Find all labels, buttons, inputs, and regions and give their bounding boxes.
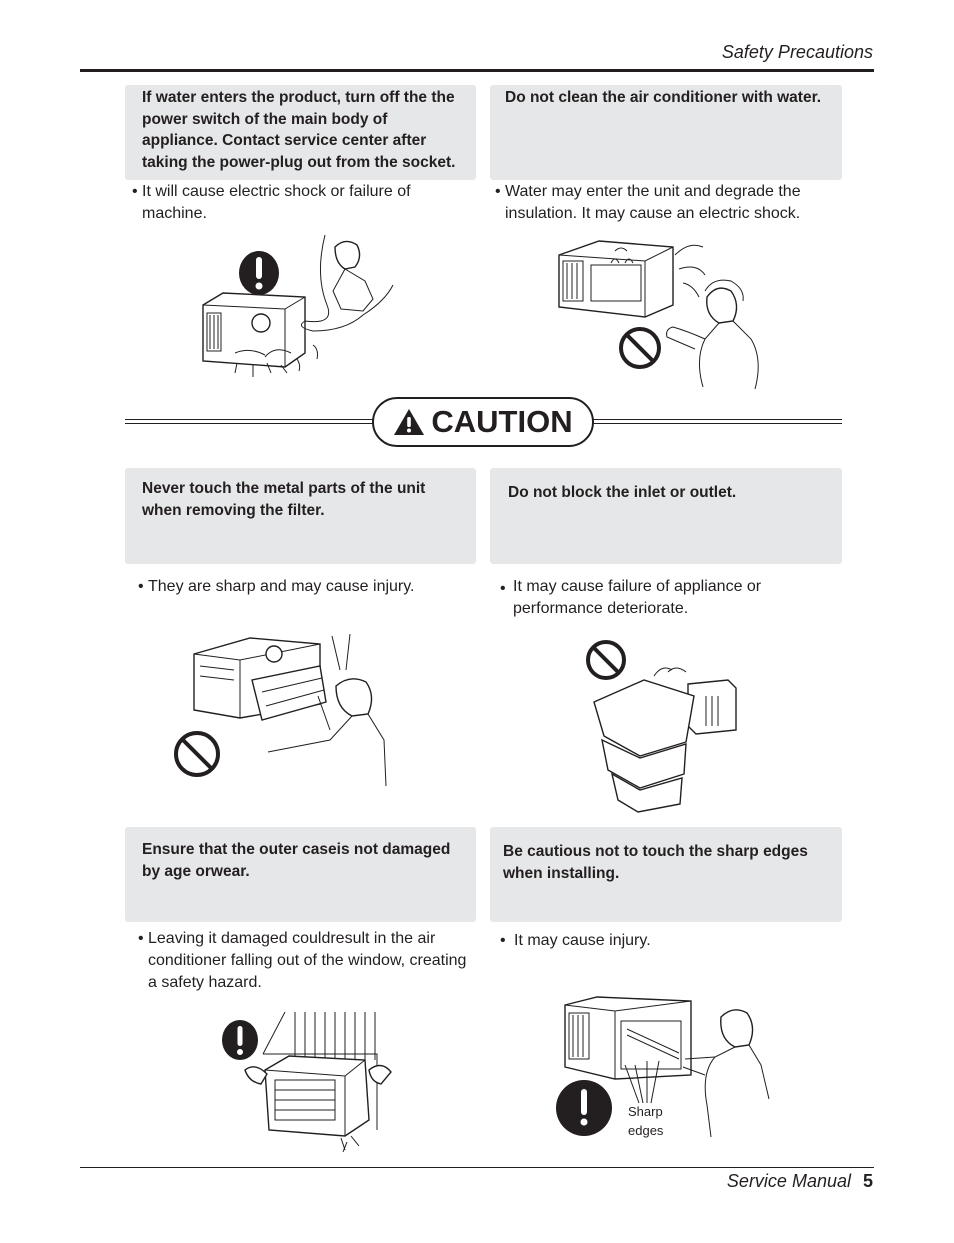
caution-bullet: • They are sharp and may cause injury.: [138, 576, 458, 598]
caution-heading: Ensure that the outer caseis not damaged…: [142, 841, 451, 880]
caution-rule-left: [125, 419, 373, 424]
exclamation-icon: [556, 1080, 612, 1136]
warning-bullet: • It will cause electric shock or failur…: [132, 181, 432, 225]
bullet-text: It will cause electric shock or failure …: [142, 183, 411, 222]
bullet-dot: •: [138, 930, 144, 947]
exclamation-icon: [222, 1020, 258, 1060]
illustration-outer-case: [222, 1011, 392, 1153]
section-title: Safety Precautions: [721, 42, 873, 62]
illustration-water-in-unit: [202, 234, 394, 377]
illustration-filter-removal: [174, 633, 387, 787]
bullet-dot: •: [132, 183, 138, 200]
warning-bullet: • Water may enter the unit and degrade t…: [495, 181, 825, 225]
callout-line: Sharp: [628, 1104, 663, 1119]
warning-triangle-icon: [394, 409, 425, 435]
caution-box-outer-case: Ensure that the outer caseis not damaged…: [125, 827, 476, 922]
bullet-text: It may cause failure of appliance or per…: [513, 578, 762, 617]
bullet-text: Water may enter the unit and degrade the…: [505, 183, 801, 222]
caution-banner: CAUTION: [372, 397, 594, 447]
bullet-dot: •: [495, 183, 501, 200]
bullet-text: It may cause injury.: [514, 932, 651, 949]
bullet-text: Leaving it damaged couldresult in the ai…: [148, 930, 467, 991]
bullet-dot: •: [500, 932, 506, 949]
caution-bullet: • Leaving it damaged couldresult in the …: [138, 928, 478, 994]
header-rule: [80, 69, 874, 72]
caution-rule-right: [593, 419, 842, 424]
illustration-sharp-edges: [556, 996, 770, 1138]
illustration-water-cleaning: [558, 240, 759, 390]
caution-bullet: • It may cause injury.: [500, 930, 800, 952]
prohibition-icon: [586, 640, 626, 680]
caution-heading: Be cautious not to touch the sharp edges…: [503, 843, 808, 882]
warning-heading: If water enters the product, turn off th…: [142, 89, 456, 171]
illustration-blocked-outlet: [586, 640, 737, 813]
page-number: 5: [862, 1171, 873, 1191]
caution-box-metal-parts: Never touch the metal parts of the unit …: [125, 468, 476, 564]
caution-bullet: • It may cause failure of appliance or p…: [500, 576, 800, 620]
warning-heading: Do not clean the air conditioner with wa…: [505, 89, 822, 106]
caution-box-sharp-edges: Be cautious not to touch the sharp edges…: [490, 827, 842, 922]
caution-box-inlet-outlet: Do not block the inlet or outlet.: [490, 468, 842, 564]
callout-line: edges: [628, 1123, 664, 1138]
prohibition-icon: [174, 731, 220, 777]
exclamation-icon: [239, 251, 279, 295]
footer-rule: [80, 1167, 874, 1168]
manual-label: Service Manual: [726, 1171, 851, 1191]
bullet-dot: •: [138, 578, 144, 595]
page-footer: Service Manual 5: [600, 1171, 873, 1192]
bullet-dot: •: [500, 580, 506, 597]
warning-box-water-enters: If water enters the product, turn off th…: [125, 85, 476, 180]
sharp-edges-callout: Sharp edges: [628, 1102, 663, 1140]
caution-heading: Do not block the inlet or outlet.: [508, 484, 737, 501]
warning-box-no-water-cleaning: Do not clean the air conditioner with wa…: [490, 85, 842, 180]
prohibition-icon: [619, 327, 661, 369]
caution-label: CAUTION: [431, 404, 573, 439]
caution-heading: Never touch the metal parts of the unit …: [142, 480, 426, 519]
bullet-text: They are sharp and may cause injury.: [148, 578, 415, 595]
